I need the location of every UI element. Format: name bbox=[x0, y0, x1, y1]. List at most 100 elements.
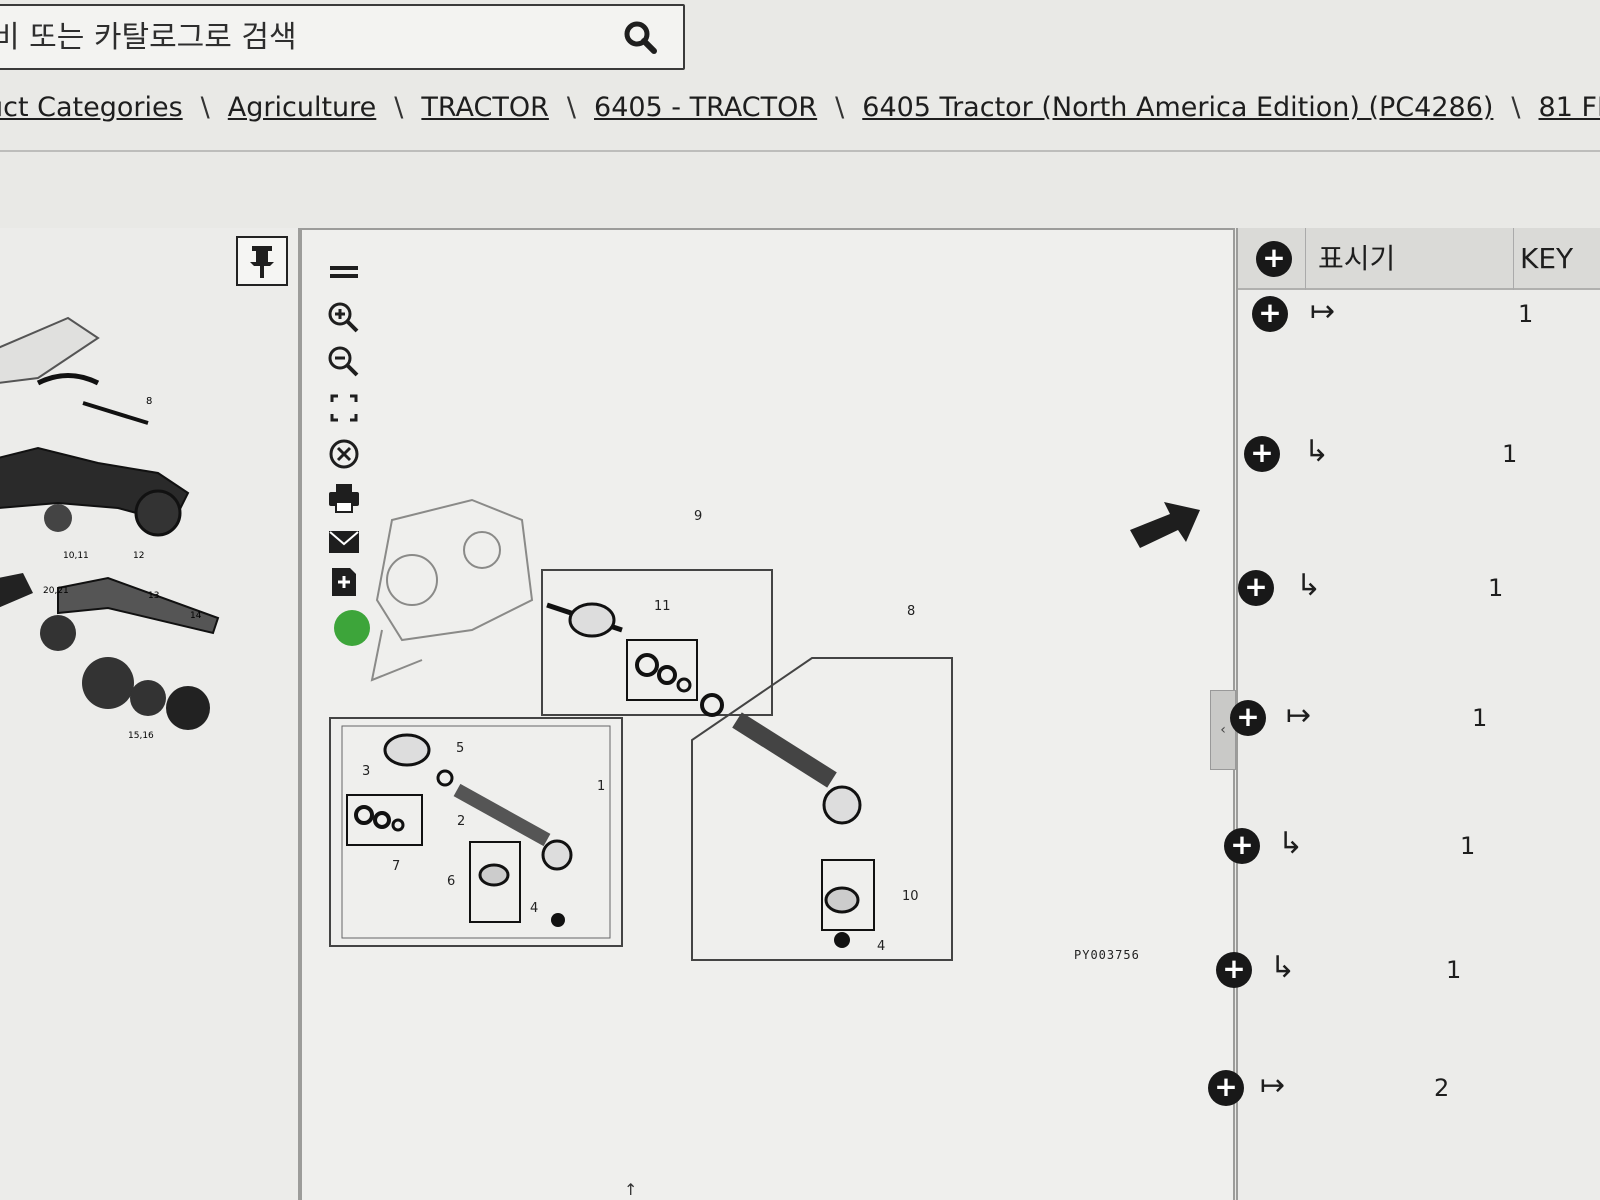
breadcrumb-separator: \ bbox=[835, 92, 845, 123]
svg-text:15,16: 15,16 bbox=[128, 731, 154, 741]
assembly-thumbnail[interactable]: 8 10,11 12 20,21 13 14 15,16 bbox=[0, 288, 288, 758]
shaft-assembly-lower bbox=[346, 733, 573, 927]
svg-text:13: 13 bbox=[148, 591, 159, 601]
add-part-button[interactable]: + bbox=[1224, 828, 1260, 864]
add-part-button[interactable]: + bbox=[1238, 570, 1274, 606]
parts-table-header: + 표시기 KEY bbox=[1238, 228, 1600, 290]
close-circle-icon bbox=[329, 439, 359, 469]
breadcrumb-separator: \ bbox=[394, 92, 404, 123]
svg-text:10,11: 10,11 bbox=[63, 551, 89, 561]
header-add-all: + bbox=[1244, 228, 1306, 290]
add-part-button[interactable]: + bbox=[1244, 436, 1280, 472]
table-row[interactable]: + ↳ 1 bbox=[1216, 950, 1600, 1070]
table-row[interactable]: + ↦ 2 bbox=[1208, 1068, 1600, 1188]
breadcrumb-separator: \ bbox=[1511, 92, 1521, 123]
add-part-button[interactable]: + bbox=[1216, 952, 1252, 988]
breadcrumb: uct Categories \ Agriculture \ TRACTOR \ 6405 … bbox=[0, 92, 1600, 142]
breadcrumb-agriculture[interactable]: Agriculture bbox=[227, 92, 377, 123]
tee-arrow-icon: ↦ bbox=[1310, 294, 1336, 329]
tractor-outline bbox=[370, 498, 534, 682]
menu-button[interactable] bbox=[324, 252, 364, 292]
callout-label: 8 bbox=[907, 604, 915, 619]
reset-button[interactable] bbox=[324, 434, 364, 474]
tee-arrow-icon: ↦ bbox=[1286, 698, 1312, 733]
callout-label: 4 bbox=[877, 939, 885, 954]
breadcrumb-6405-tractor[interactable]: 6405 - TRACTOR bbox=[594, 92, 818, 123]
diagram-viewer: 9 11 8 10 4 5 3 2 7 6 4 1 PY003756 bbox=[300, 228, 1235, 1200]
add-to-list-button[interactable] bbox=[324, 562, 364, 602]
parts-table: + 표시기 KEY + ↦ 1 + ↳ 1 + ↳ 1 + ↦ 1 + ↳ 1 … bbox=[1208, 228, 1600, 1200]
callout-label: 5 bbox=[456, 741, 464, 756]
fit-screen-icon bbox=[330, 394, 358, 422]
svg-text:12: 12 bbox=[133, 551, 144, 561]
scroll-up-icon[interactable]: ↑ bbox=[624, 1180, 638, 1199]
status-indicator bbox=[334, 610, 370, 646]
svg-text:14: 14 bbox=[190, 611, 202, 621]
callout-label: 1 bbox=[597, 779, 605, 794]
callout-box-8 bbox=[691, 657, 953, 961]
add-part-button[interactable]: + bbox=[1252, 296, 1288, 332]
add-part-button[interactable]: + bbox=[1208, 1070, 1244, 1106]
zoom-in-button[interactable] bbox=[324, 298, 364, 338]
zoom-out-icon bbox=[328, 346, 359, 377]
add-document-icon bbox=[332, 568, 356, 596]
callout-label: 3 bbox=[362, 764, 370, 779]
part-qty: 1 bbox=[1488, 574, 1504, 602]
header-divider bbox=[0, 150, 1600, 152]
viewer-toolbar bbox=[324, 242, 374, 662]
collapse-panel-handle[interactable]: ‹ bbox=[1210, 690, 1236, 770]
table-row[interactable]: + ↳ 1 bbox=[1224, 826, 1600, 946]
breadcrumb-front-axle[interactable]: 81 FRONT AXLE bbox=[1538, 92, 1600, 123]
tee-arrow-icon: ↦ bbox=[1260, 1068, 1286, 1103]
menu-icon bbox=[330, 266, 358, 278]
drawing-id: PY003756 bbox=[1074, 948, 1140, 962]
svg-text:20,21: 20,21 bbox=[43, 586, 69, 596]
callout-box-1 bbox=[329, 717, 623, 947]
thumbnail-panel: 8 10,11 12 20,21 13 14 15,16 bbox=[0, 228, 300, 1200]
table-row[interactable]: + ↦ 1 bbox=[1230, 698, 1600, 818]
breadcrumb-separator: \ bbox=[566, 92, 577, 123]
sub-arrow-icon: ↳ bbox=[1296, 568, 1322, 603]
table-row[interactable]: + ↳ 1 bbox=[1238, 434, 1600, 554]
add-all-button[interactable]: + bbox=[1256, 241, 1292, 277]
header-indicator: 표시기 bbox=[1308, 228, 1514, 290]
sub-arrow-icon: ↳ bbox=[1278, 826, 1304, 861]
header-key: KEY bbox=[1520, 242, 1574, 275]
search-button[interactable] bbox=[621, 18, 661, 58]
fit-screen-button[interactable] bbox=[324, 388, 364, 428]
search-icon bbox=[624, 21, 657, 54]
email-button[interactable] bbox=[324, 522, 364, 562]
svg-text:8: 8 bbox=[146, 396, 152, 407]
callout-label: 10 bbox=[902, 889, 919, 904]
print-button[interactable] bbox=[324, 478, 364, 518]
parts-diagram[interactable]: 9 11 8 10 4 5 3 2 7 6 4 1 bbox=[322, 480, 1222, 1040]
add-part-button[interactable]: + bbox=[1230, 700, 1266, 736]
breadcrumb-separator: \ bbox=[200, 92, 210, 123]
callout-label: 4 bbox=[530, 901, 538, 916]
table-row[interactable]: + ↳ 1 bbox=[1238, 568, 1600, 688]
callout-label: 6 bbox=[447, 874, 455, 889]
shaft-assembly-right bbox=[732, 712, 875, 948]
pin-icon bbox=[250, 246, 274, 278]
zoom-in-icon bbox=[328, 302, 359, 333]
sub-arrow-icon: ↳ bbox=[1270, 950, 1296, 985]
breadcrumb-tractor[interactable]: TRACTOR bbox=[421, 92, 549, 123]
cursor-arrow-icon bbox=[1130, 502, 1200, 548]
breadcrumb-6405-na-edition[interactable]: 6405 Tractor (North America Edition) (PC… bbox=[862, 92, 1494, 123]
sub-arrow-icon: ↳ bbox=[1304, 434, 1330, 469]
breadcrumb-product-categories[interactable]: uct Categories bbox=[0, 92, 183, 123]
email-icon bbox=[329, 531, 359, 553]
callout-label: 9 bbox=[694, 509, 702, 524]
callout-label: 2 bbox=[457, 814, 465, 829]
callout-label: 7 bbox=[392, 859, 400, 874]
search-bar bbox=[0, 4, 685, 70]
pin-button[interactable] bbox=[236, 236, 288, 286]
part-qty: 1 bbox=[1460, 832, 1476, 860]
print-icon bbox=[329, 484, 359, 513]
zoom-out-button[interactable] bbox=[324, 342, 364, 382]
search-input[interactable] bbox=[0, 6, 592, 68]
part-qty: 1 bbox=[1472, 704, 1488, 732]
table-row[interactable]: + ↦ 1 bbox=[1238, 294, 1600, 414]
part-qty: 2 bbox=[1434, 1074, 1450, 1102]
part-qty: 1 bbox=[1518, 300, 1534, 328]
